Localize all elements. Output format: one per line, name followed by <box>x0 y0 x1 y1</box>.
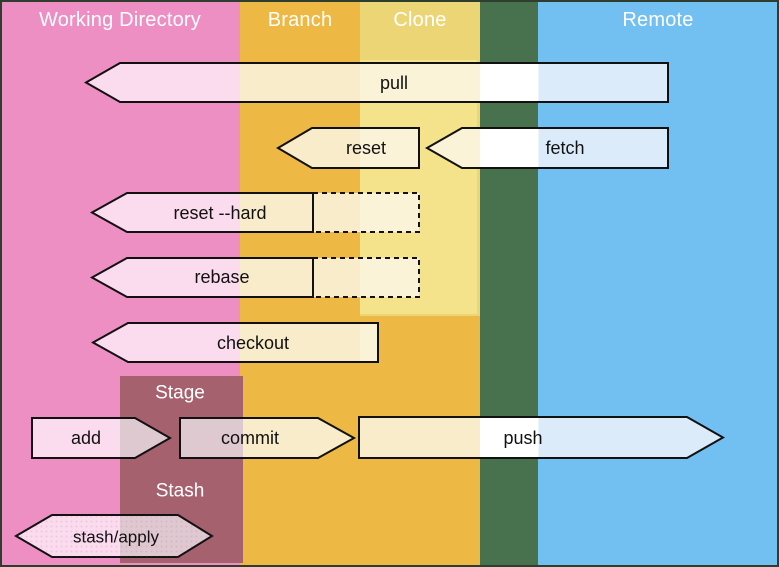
rebase-arrow <box>89 257 314 298</box>
pull-arrow <box>83 62 669 103</box>
commit-label: commit <box>221 428 279 448</box>
column-header-remote: Remote <box>622 9 694 31</box>
reset-hard-label: reset --hard <box>173 203 267 223</box>
push-arrow <box>358 416 726 459</box>
commit-arrow <box>179 417 357 459</box>
reset-hard-dashed-extension <box>312 192 420 233</box>
checkout-arrow <box>90 322 379 363</box>
stash-apply-arrow-dot-texture <box>16 515 212 557</box>
fetch-arrow <box>424 127 669 169</box>
push-label: push <box>503 428 543 448</box>
fetch-label: fetch <box>545 138 585 158</box>
checkout-label: checkout <box>216 333 290 353</box>
reset-label: reset <box>345 138 387 158</box>
add-arrow <box>31 417 173 459</box>
pull-label: pull <box>379 73 409 93</box>
stash-area-label: Stash <box>155 480 205 502</box>
column-header-working-directory: Working Directory <box>39 9 201 31</box>
stash-apply-label: stash/apply <box>73 527 159 547</box>
reset-hard-arrow <box>89 192 314 233</box>
column-header-branch: Branch <box>267 9 333 31</box>
add-label: add <box>70 428 102 448</box>
column-header-clone: Clone <box>393 9 447 31</box>
stage-area-label: Stage <box>155 382 205 404</box>
rebase-label: rebase <box>194 267 250 287</box>
reset-arrow <box>276 127 420 169</box>
rebase-dashed-extension <box>312 257 420 298</box>
